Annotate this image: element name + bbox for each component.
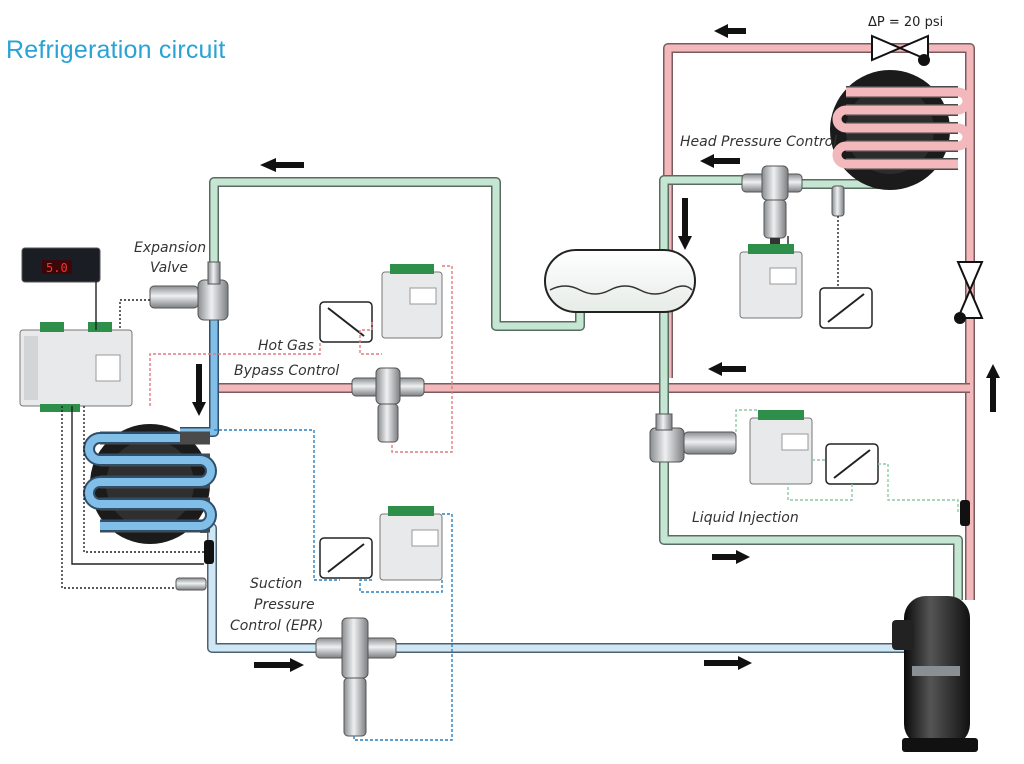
- suction-label-2: Pressure: [254, 597, 315, 613]
- hot-gas-label-2: Bypass Control: [234, 363, 339, 379]
- arrow-right-icon: [254, 658, 304, 672]
- evaporator: [83, 424, 217, 544]
- display-unit: 5.0: [21, 247, 101, 283]
- compressor: [892, 596, 978, 752]
- curve-box-liquid-injection: [825, 443, 879, 485]
- arrow-left-icon: [700, 154, 740, 168]
- condenser: [830, 70, 972, 190]
- expansion-valve-label-2: Valve: [150, 260, 188, 276]
- suction-label-1: Suction: [250, 576, 302, 592]
- page-title: Refrigeration circuit: [6, 36, 226, 64]
- expansion-valve-label-1: Expansion: [134, 240, 206, 256]
- curve-box-suction: [319, 537, 373, 579]
- controller-head-pressure: [739, 244, 803, 319]
- bypass-valve: [351, 367, 425, 443]
- arrow-right-icon: [704, 656, 752, 670]
- curve-box-hot-gas: [319, 301, 373, 343]
- head-pressure-label: Head Pressure Control: [680, 134, 837, 150]
- expansion-valve: [149, 261, 229, 321]
- liquid-line-top: [210, 178, 584, 330]
- arrow-down-icon: [678, 198, 692, 250]
- controller-liquid-injection: [749, 410, 813, 485]
- liquid-injection-valve: [649, 413, 737, 463]
- liquid-injection-label: Liquid Injection: [692, 510, 799, 526]
- main-controller: [19, 322, 133, 412]
- arrow-left-icon: [708, 362, 746, 376]
- sensor-evaporator: [204, 540, 214, 564]
- controller-hot-gas: [381, 264, 443, 339]
- suction-label-3: Control (EPR): [230, 618, 323, 634]
- differential-valve-right: [954, 261, 984, 324]
- suction-transducer: [175, 577, 207, 591]
- controller-suction: [379, 506, 443, 581]
- flow-arrows: [192, 24, 1000, 672]
- differential-valve-top: [871, 34, 930, 66]
- arrow-up-icon: [986, 364, 1000, 412]
- sensor-compressor: [960, 500, 970, 526]
- receiver-tank: [544, 249, 696, 313]
- arrow-down-icon: [192, 364, 206, 416]
- arrow-left-icon: [714, 24, 746, 38]
- control-wiring: [61, 216, 959, 741]
- arrow-left-icon: [260, 158, 304, 172]
- epr-valve: [315, 617, 397, 737]
- hot-gas-label-1: Hot Gas: [258, 338, 314, 354]
- head-pressure-valve: [741, 165, 845, 244]
- svg-text:5.0: 5.0: [46, 261, 68, 275]
- arrow-right-icon: [712, 550, 750, 564]
- curve-box-head-pressure: [819, 287, 873, 329]
- delta-p-label: ΔP = 20 psi: [868, 15, 943, 30]
